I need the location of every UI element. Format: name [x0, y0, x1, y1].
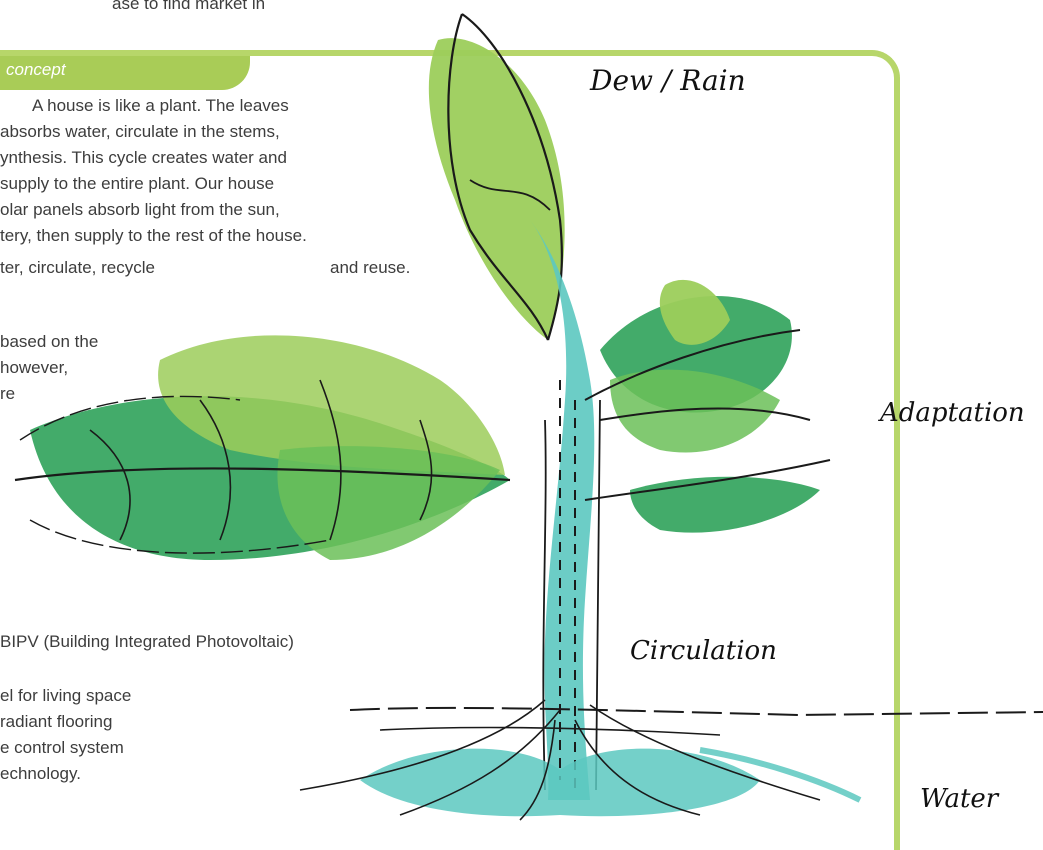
right-leaf-lower	[630, 477, 820, 533]
paragraph-line-3: ynthesis. This cycle creates water and	[0, 146, 287, 170]
label-circulation: Circulation	[630, 636, 777, 666]
fragment-line-2: however,	[0, 356, 68, 380]
paragraph-line-2: absorbs water, circulate in the stems,	[0, 120, 280, 144]
paragraph-line-1: A house is like a plant. The leaves	[32, 94, 289, 118]
label-dew-rain: Dew / Rain	[590, 64, 746, 97]
paragraph-line-7b: and reuse.	[330, 256, 410, 280]
fragment-line-3: re	[0, 382, 15, 406]
paragraph-line-6: tery, then supply to the rest of the hou…	[0, 224, 307, 248]
paragraph-line-5: olar panels absorb light from the sun,	[0, 198, 280, 222]
bipv-line: BIPV (Building Integrated Photovoltaic)	[0, 630, 294, 654]
bottom-line-3: e control system	[0, 736, 124, 760]
bottom-line-1: el for living space	[0, 684, 131, 708]
bottom-line-2: radiant flooring	[0, 710, 112, 734]
bottom-line-4: echnology.	[0, 762, 81, 786]
paragraph-line-7a: ter, circulate, recycle	[0, 256, 155, 280]
ground-line	[350, 708, 1043, 715]
label-adaptation: Adaptation	[880, 398, 1025, 428]
fragment-line-1: based on the	[0, 330, 98, 354]
label-water: Water	[920, 784, 998, 814]
paragraph-line-4: supply to the entire plant. Our house	[0, 172, 274, 196]
